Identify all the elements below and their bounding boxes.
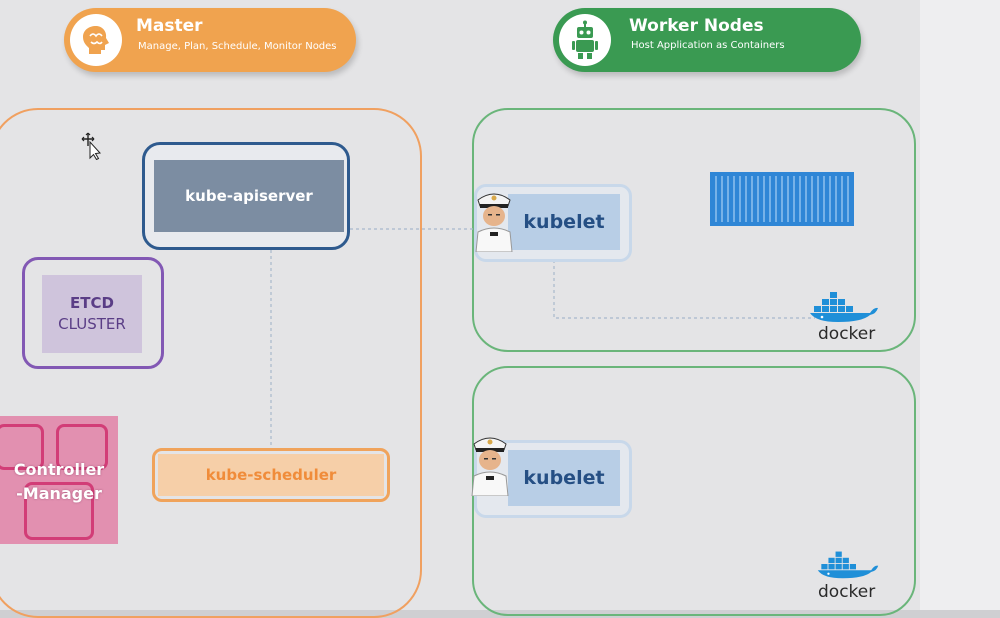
controller-manager-label: Controller -Manager [0, 458, 118, 506]
master-title: Master [136, 16, 203, 36]
kube-scheduler-frame [152, 448, 390, 502]
master-header: Master Manage, Plan, Schedule, Monitor N… [64, 8, 356, 72]
etcd-label: ETCD [70, 294, 114, 312]
etcd-cluster-frame [22, 257, 164, 369]
move-cursor-icon [81, 132, 102, 160]
kube-apiserver: kube-apiserver [154, 160, 344, 232]
docker-label: docker [818, 582, 876, 602]
master-subtitle: Manage, Plan, Schedule, Monitor Nodes [138, 41, 337, 52]
kube-scheduler: kube-scheduler [158, 454, 384, 496]
worker-node-1-box [472, 108, 916, 352]
background-strip [920, 0, 1000, 618]
brain-icon [70, 14, 122, 66]
captain-icon [471, 437, 509, 496]
controller-line1: Controller [13, 460, 105, 479]
robot-icon [559, 14, 611, 66]
container-icon [710, 172, 854, 226]
worker-header: Worker Nodes Host Application as Contain… [553, 8, 861, 72]
master-node-box [0, 108, 422, 618]
cluster-label: CLUSTER [58, 315, 126, 333]
controller-line2: -Manager [16, 484, 102, 503]
worker-title: Worker Nodes [629, 16, 764, 36]
kubelet: kubelet [508, 194, 620, 250]
controller-manager: Controller -Manager [0, 416, 118, 544]
captain-icon [475, 193, 513, 252]
controller-square [24, 482, 94, 540]
docker-label: docker [818, 324, 876, 344]
controller-square [56, 424, 108, 470]
controller-square [0, 424, 44, 470]
docker-icon [817, 551, 879, 579]
kubelet: kubelet [508, 450, 620, 506]
docker-icon [810, 292, 878, 322]
etcd-cluster: ETCD CLUSTER [42, 275, 142, 353]
worker-subtitle: Host Application as Containers [631, 40, 785, 51]
